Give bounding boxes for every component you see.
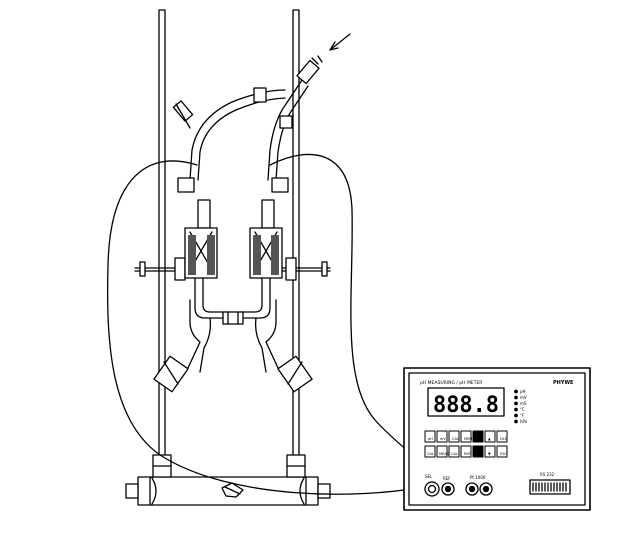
rod-bosses — [177, 177, 289, 193]
support-rod-left — [152, 9, 172, 478]
tube-clamp — [279, 115, 293, 129]
gas-inlet-arrow-icon — [329, 33, 351, 51]
keypad-key — [448, 430, 460, 443]
key-label: mV — [440, 437, 446, 441]
ph-meter — [403, 367, 591, 511]
cable-right — [269, 153, 426, 479]
connector-label-rs232: RS 232 — [540, 472, 555, 477]
indicator-list: pH mV mS °C °F hPa — [520, 389, 528, 424]
cross-bars — [134, 257, 331, 281]
key-label: HLD — [500, 437, 508, 441]
base-block — [125, 476, 331, 506]
indicator-label: hPa — [520, 419, 528, 424]
indicator-led — [514, 401, 518, 406]
gas-tube-left — [172, 89, 286, 181]
indicator-label: mS — [520, 401, 527, 406]
tube-clamp — [253, 87, 267, 103]
keypad-key — [436, 430, 448, 443]
indicator-led — [514, 407, 518, 412]
key-label: CAL — [452, 437, 459, 441]
support-rod-right — [286, 9, 306, 478]
key-label: pH — [428, 437, 433, 441]
keypad-key — [460, 445, 472, 458]
keypad-key — [496, 430, 508, 443]
indicator-led — [514, 395, 518, 400]
meter-title: pH MEASURING / pH METER — [420, 380, 482, 386]
keypad-key — [424, 430, 436, 443]
keypad-key — [424, 445, 436, 458]
salt-bridge-joint — [222, 311, 244, 325]
indicator-led — [514, 389, 518, 394]
key-label: MEM — [464, 437, 472, 441]
connector-label-ref: REF — [443, 476, 451, 481]
key-label: ENT — [464, 452, 472, 456]
keypad-key — [436, 445, 448, 458]
key-label: CAL — [427, 452, 434, 456]
meter-brand: PHYWE — [553, 380, 574, 386]
key-label: ▼ — [488, 452, 491, 456]
indicator-label: °F — [520, 413, 525, 418]
electrode-cell-right — [239, 199, 283, 373]
indicator-led — [514, 419, 518, 424]
key-label: CAL — [451, 452, 458, 456]
keypad-key — [472, 445, 484, 458]
meter-display: 888.8 — [433, 393, 499, 418]
cable-left — [106, 160, 429, 495]
indicator-label: pH — [520, 389, 526, 394]
key-label: ESC — [500, 452, 507, 456]
keypad-key — [484, 445, 496, 458]
keypad-key — [448, 445, 460, 458]
bottom-stoppers — [153, 355, 313, 393]
key-label: ▲ — [488, 437, 491, 441]
keypad-key — [472, 430, 484, 443]
connector-label-sel: SEL — [425, 474, 433, 479]
keypad-key — [496, 445, 508, 458]
electrode-cell-left — [184, 199, 226, 373]
key-label: MEAS — [439, 452, 450, 456]
indicator-led — [514, 413, 518, 418]
connector-label-pt1000: Pt 1000 — [470, 475, 486, 480]
keypad-key — [460, 430, 472, 443]
indicator-label: mV — [520, 395, 527, 400]
indicator-label: °C — [520, 407, 525, 412]
keypad-key — [484, 430, 496, 443]
keypad-labels: pH mV CAL MEM ▲ HLD CAL MEAS CAL ENT ▼ E… — [427, 437, 508, 456]
